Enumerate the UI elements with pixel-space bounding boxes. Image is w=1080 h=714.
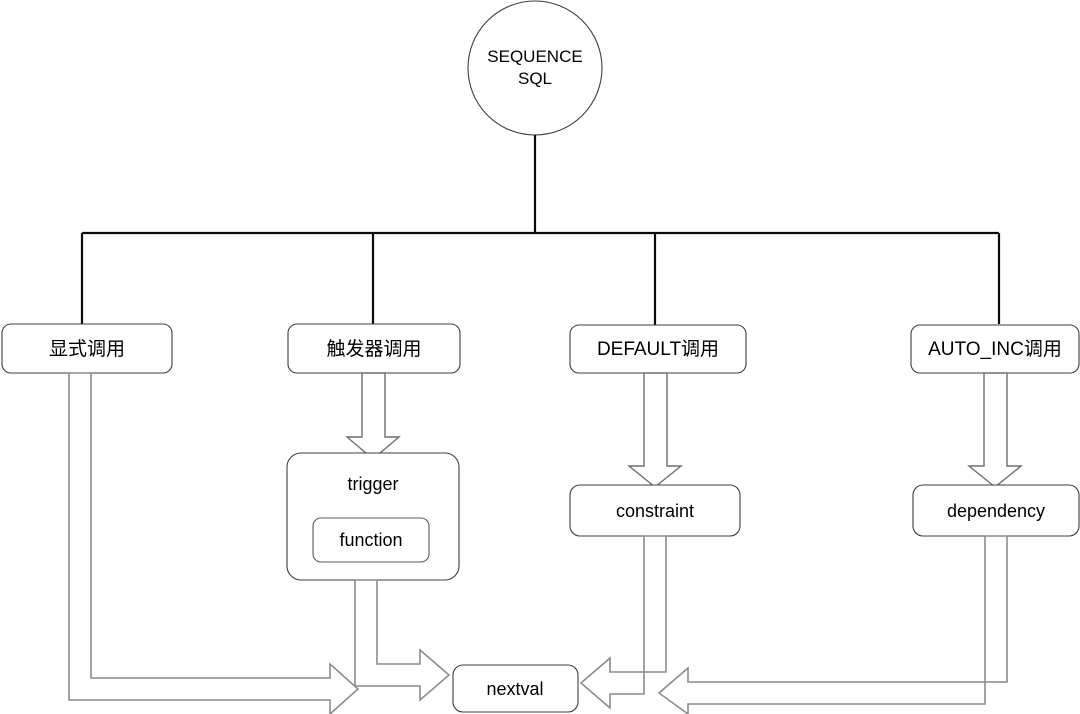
flow-arrow-trigger-to-nextval	[354, 579, 451, 702]
explicit-call-label: 显式调用	[49, 338, 125, 360]
dependency-label: dependency	[947, 501, 1045, 521]
node-trigger-call[interactable]: 触发器调用	[287, 323, 461, 374]
flow-arrow-constraint-to-nextval	[579, 535, 667, 710]
node-dependency[interactable]: dependency	[912, 484, 1080, 537]
flow-arrow-dependency-to-nextval	[657, 535, 1008, 714]
node-sequence-sql[interactable]: SEQUENCE SQL	[467, 0, 603, 136]
nextval-label: nextval	[486, 679, 543, 699]
nextval-box	[452, 664, 579, 713]
node-auto-inc-call[interactable]: AUTO_INC调用	[910, 324, 1080, 374]
down-arrow-dependency	[967, 372, 1023, 488]
node-trigger[interactable]: trigger function	[286, 452, 460, 581]
default-call-label: DEFAULT调用	[597, 338, 719, 360]
function-box	[312, 517, 430, 563]
auto-inc-call-label: AUTO_INC调用	[928, 338, 1062, 360]
flow-arrow-explicit-to-nextval	[68, 372, 360, 714]
sequence-sql-circle	[467, 0, 603, 136]
tree-connectors	[80, 135, 1001, 325]
node-constraint[interactable]: constraint	[569, 484, 741, 537]
function-label: function	[339, 530, 402, 550]
node-default-call[interactable]: DEFAULT调用	[569, 324, 747, 374]
node-explicit-call[interactable]: 显式调用	[1, 323, 173, 374]
down-arrow-trigger	[345, 372, 401, 460]
sequence-sql-label-line2: SQL	[518, 69, 552, 88]
node-function[interactable]: function	[312, 517, 430, 563]
trigger-call-label: 触发器调用	[326, 338, 421, 360]
down-arrow-constraint	[627, 372, 683, 488]
sequence-sql-label-line1: SEQUENCE	[487, 47, 582, 66]
constraint-label: constraint	[616, 501, 694, 521]
trigger-label: trigger	[347, 474, 398, 494]
node-nextval[interactable]: nextval	[452, 664, 579, 713]
